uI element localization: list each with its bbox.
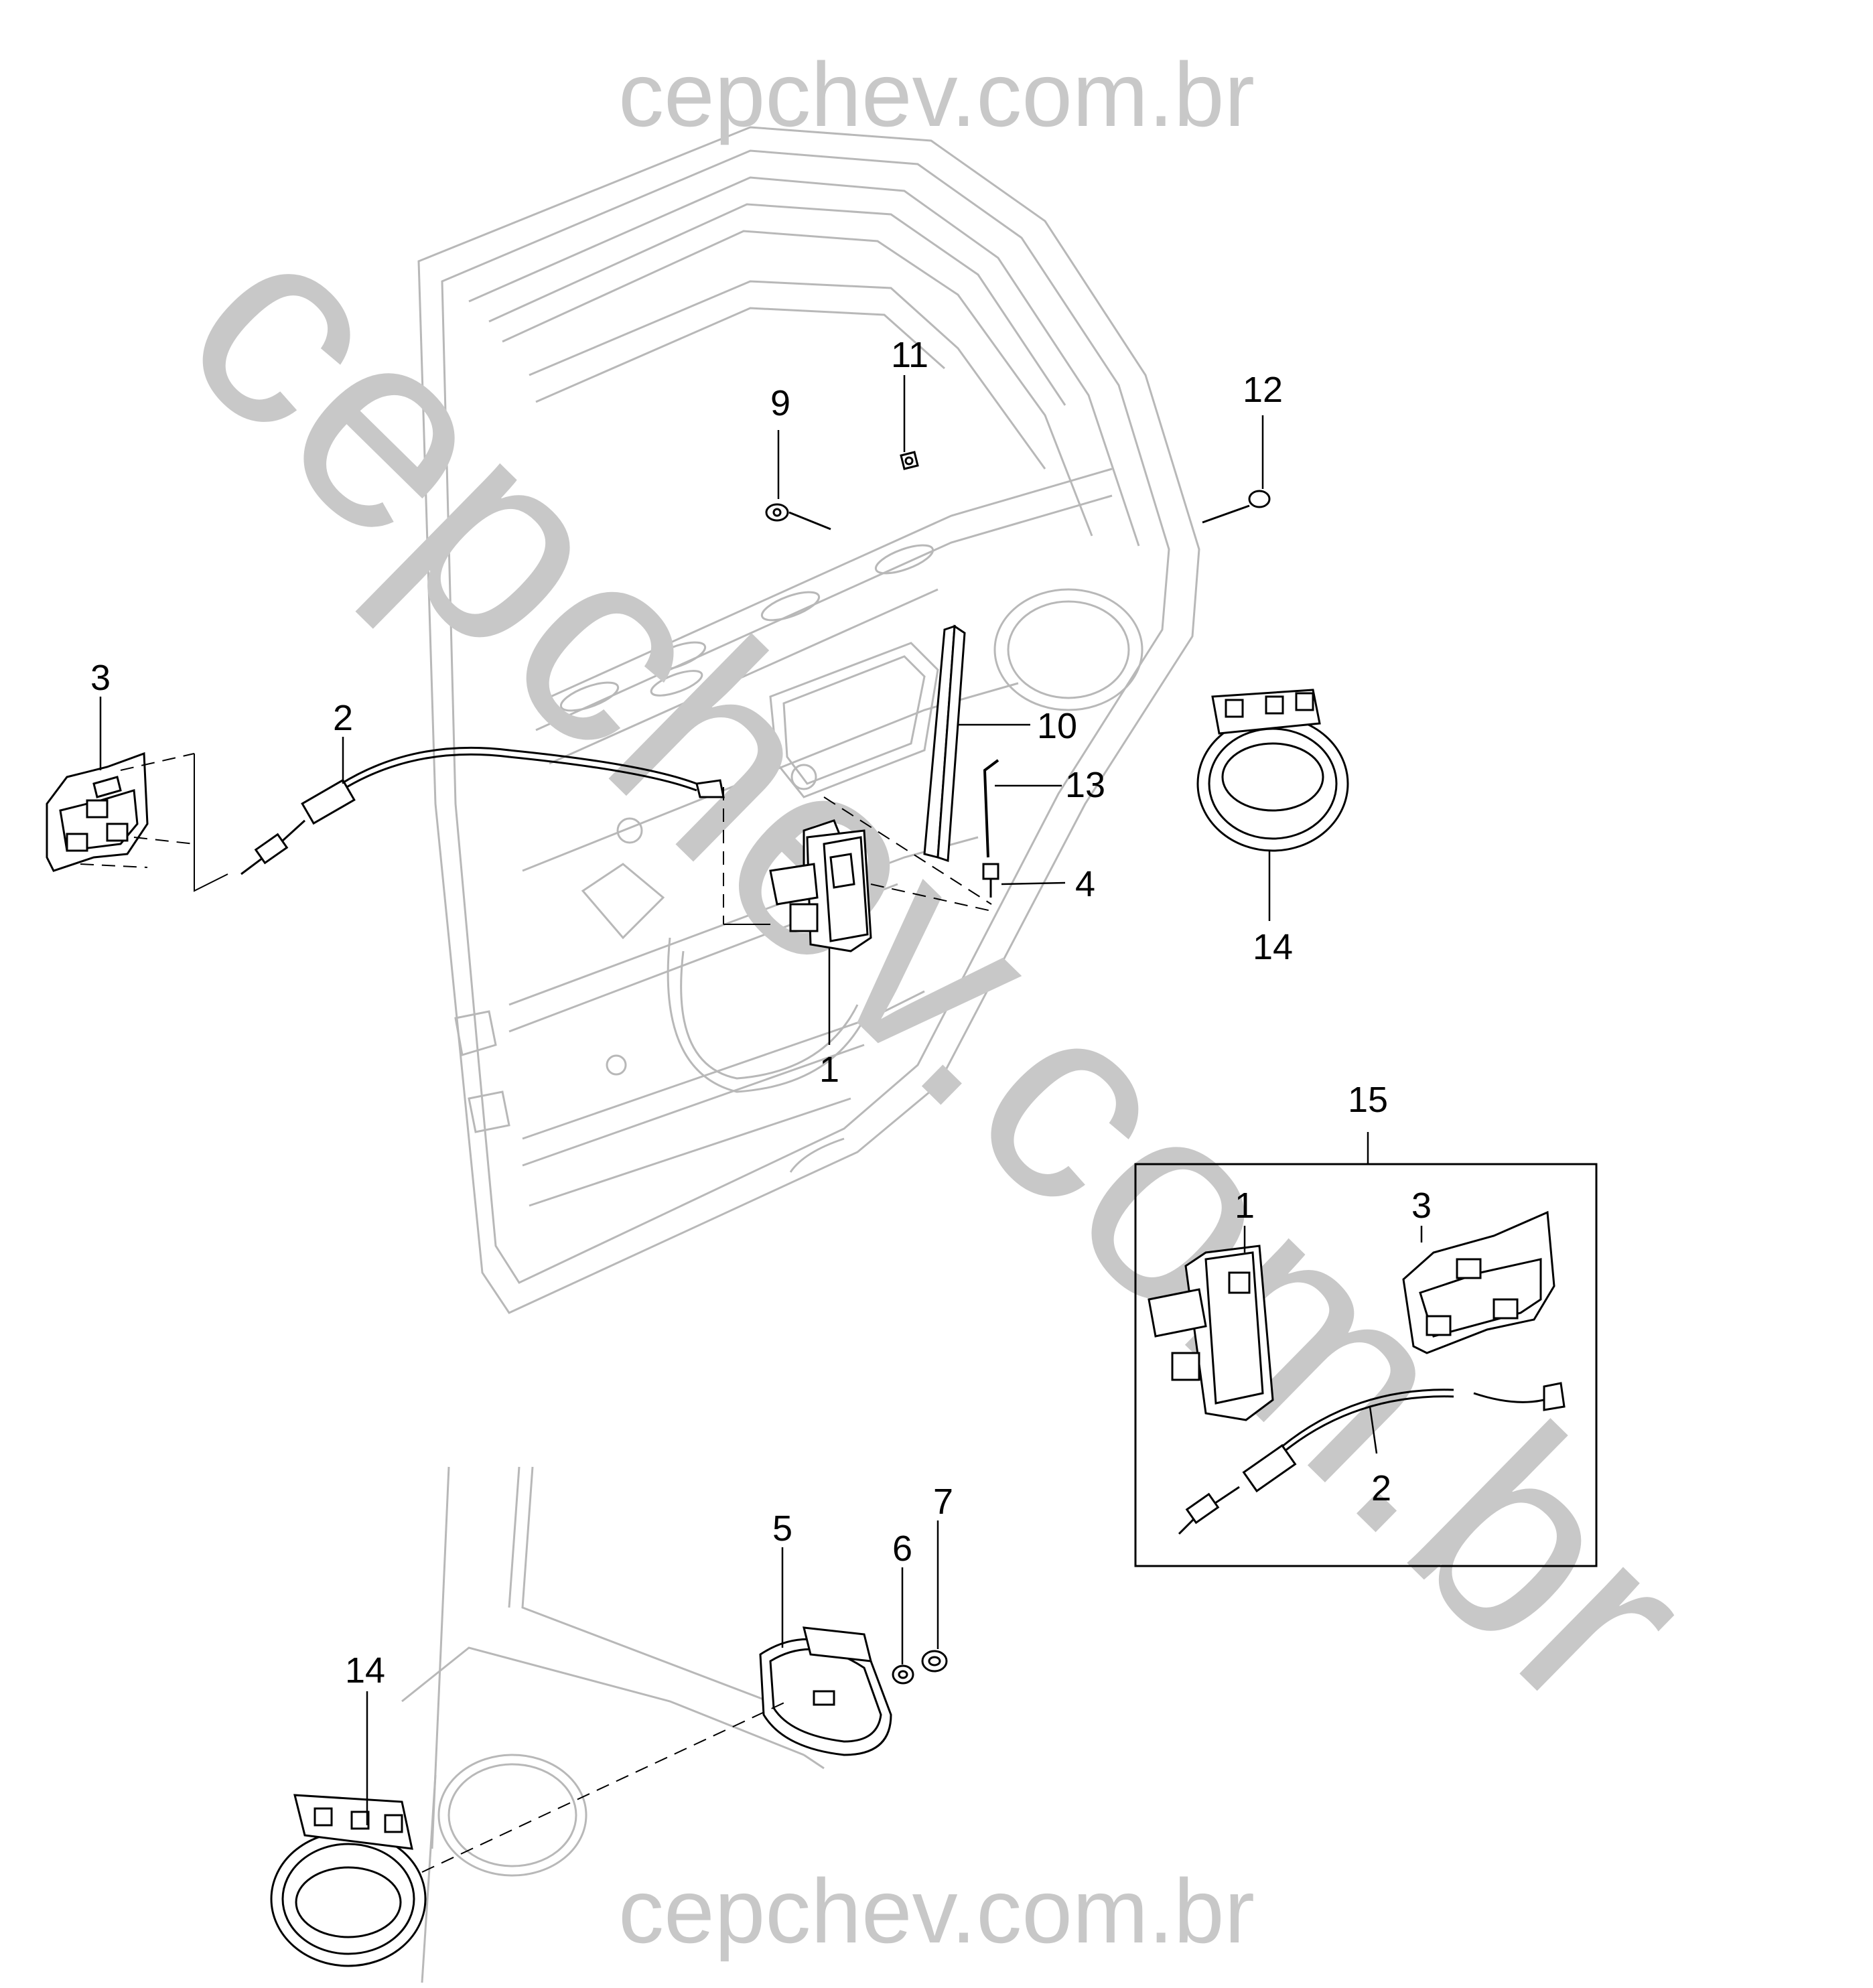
leader-lines (99, 375, 1423, 1825)
screw-12-part (1202, 490, 1271, 524)
screw-4-part (982, 863, 999, 898)
window-channel-part (923, 624, 966, 863)
callout-12: 12 (1243, 370, 1283, 410)
latch-dash-lines (723, 787, 992, 924)
callout-14-upper: 14 (1253, 927, 1293, 967)
callout-15: 15 (1348, 1080, 1388, 1120)
callout-11: 11 (891, 335, 928, 375)
handle-assembly-dash-line (421, 1701, 788, 1873)
washer-6-part (892, 1664, 914, 1685)
inner-handle-bracket (194, 754, 228, 892)
inner-handle-dash-lines (80, 753, 195, 868)
outer-handle-part (1196, 689, 1349, 852)
kit-inner-handle-part (1402, 1210, 1555, 1354)
lower-door-outline (401, 1466, 825, 1983)
callout-1: 1 (819, 1050, 839, 1090)
kit-callout-3: 3 (1411, 1186, 1432, 1226)
outer-handle-lower-part (270, 1794, 427, 1967)
clip-11-part (900, 451, 919, 470)
kit-callout-1: 1 (1235, 1186, 1255, 1226)
callout-10: 10 (1037, 706, 1077, 746)
kit-cable-part (1178, 1382, 1566, 1535)
kit-callout-2: 2 (1371, 1468, 1391, 1508)
watermark-diagonal: cepchev.com.br (128, 167, 1750, 1770)
kit-latch-part (1148, 1245, 1274, 1421)
door-latch-part (769, 819, 872, 952)
callout-3: 3 (90, 658, 111, 698)
callout-2: 2 (333, 698, 353, 738)
watermark-top: cepchev.com.br (618, 44, 1255, 145)
callout-7: 7 (933, 1482, 953, 1522)
callout-14-lower: 14 (345, 1650, 385, 1691)
escutcheon-part (759, 1626, 892, 1756)
callout-6: 6 (892, 1529, 912, 1569)
callout-9: 9 (770, 383, 790, 423)
callout-13: 13 (1065, 765, 1105, 805)
watermark-bottom: cepchev.com.br (618, 1860, 1255, 1962)
callout-numbers: 1 2 3 4 5 6 7 9 10 11 12 13 14 14 15 1 2… (90, 335, 1432, 1691)
callout-4: 4 (1075, 864, 1095, 904)
nut-7-part (921, 1650, 948, 1673)
inner-handle-part (46, 752, 149, 872)
kit-box (1134, 1163, 1598, 1567)
clip-9-part (765, 503, 831, 530)
door-frame (417, 126, 1200, 1314)
callout-5: 5 (772, 1508, 792, 1549)
lock-rod-part (983, 759, 999, 858)
